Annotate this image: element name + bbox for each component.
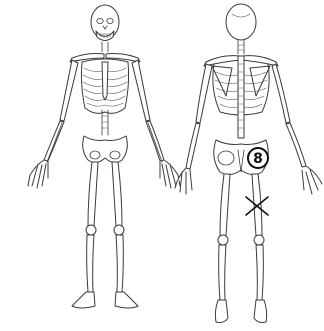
back-skull	[226, 4, 256, 40]
back-tibia-right	[219, 245, 226, 300]
marker-label: 8	[253, 151, 263, 167]
back-knee-left	[254, 235, 264, 245]
back-tibia-left	[256, 245, 263, 300]
front-femur-left	[112, 162, 122, 226]
front-sternum	[102, 62, 108, 100]
front-knee-right	[86, 225, 96, 235]
front-radius-right	[44, 121, 64, 161]
front-humerus-right	[60, 60, 78, 121]
back-femur-right	[220, 174, 230, 236]
skeleton-front-view	[28, 5, 180, 308]
front-foot-left	[115, 292, 138, 308]
back-hand-left	[302, 166, 322, 194]
front-foot-right	[72, 292, 95, 308]
point-marker: 8	[248, 148, 268, 168]
front-knee-left	[114, 225, 124, 235]
front-pelvis	[83, 136, 128, 163]
front-radius-left	[146, 121, 164, 161]
front-femur-right	[88, 162, 98, 226]
front-tibia-right	[87, 235, 94, 292]
back-shoulder-right	[204, 56, 240, 66]
back-humerus-right	[196, 64, 212, 123]
front-humerus-left	[132, 60, 150, 121]
back-hand-right	[175, 168, 192, 194]
back-foot-right	[215, 300, 228, 323]
back-knee-right	[218, 235, 228, 245]
back-foot-left	[254, 300, 267, 323]
back-shoulder-left	[242, 56, 278, 66]
back-forearm-right	[186, 123, 200, 169]
back-forearm-left	[286, 123, 306, 167]
back-spine	[238, 56, 244, 138]
front-hand-right	[28, 160, 48, 188]
front-tibia-left	[116, 235, 123, 292]
back-humerus-left	[272, 64, 290, 123]
